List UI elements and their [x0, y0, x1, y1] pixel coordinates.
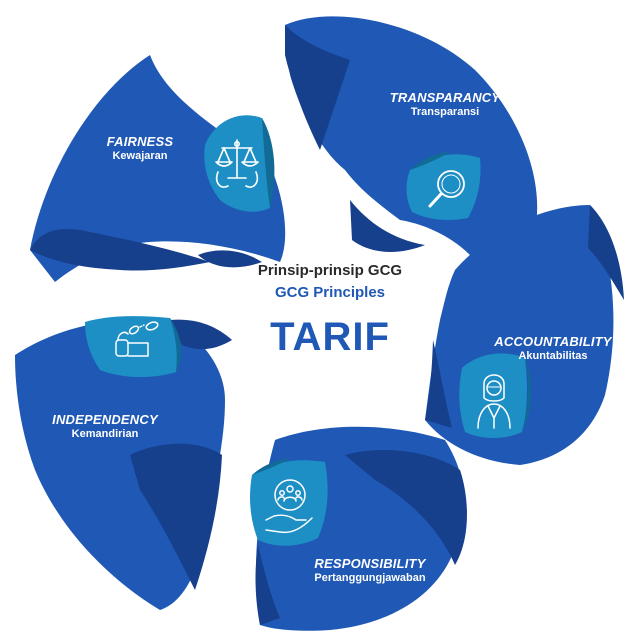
principle-id-transparancy: Transparansi	[410, 106, 480, 118]
principle-id-fairness: Kewajaran	[112, 150, 168, 162]
principle-en-fairness: FAIRNESS	[106, 134, 174, 149]
label-responsibility: RESPONSIBILITY Pertanggungjawaban	[280, 556, 460, 584]
principle-en-accountability: ACCOUNTABILITY	[494, 334, 612, 349]
principle-id-responsibility: Pertanggungjawaban	[314, 572, 426, 584]
icon-tab-accountability	[459, 353, 532, 438]
center-title-en: GCG Principles	[274, 284, 386, 301]
icon-tab-independency	[85, 316, 182, 378]
petal-transparancy	[285, 16, 538, 256]
icon-tab-responsibility	[250, 458, 328, 546]
principle-en-independency: INDEPENDENCY	[52, 412, 158, 427]
petal-fairness	[30, 55, 286, 282]
scales-of-justice-icon	[215, 139, 259, 188]
icon-tab-transparancy	[406, 151, 481, 220]
label-fairness: FAIRNESS Kewajaran	[55, 134, 225, 162]
label-independency: INDEPENDENCY Kemandirian	[20, 412, 190, 440]
principle-id-accountability: Akuntabilitas	[518, 350, 588, 362]
center-acronym: TARIF	[270, 315, 390, 359]
icon-tab-fairness	[204, 115, 275, 212]
label-accountability: ACCOUNTABILITY Akuntabilitas	[478, 334, 628, 362]
hand-holding-people-icon	[265, 479, 313, 534]
petal-independency	[15, 318, 232, 610]
principle-id-independency: Kemandirian	[71, 428, 139, 440]
label-transparancy: TRANSPARANCY Transparansi	[360, 90, 530, 118]
magnifying-glass-icon	[428, 170, 465, 208]
principle-en-transparancy: TRANSPARANCY	[389, 90, 501, 105]
principle-en-responsibility: RESPONSIBILITY	[314, 556, 426, 571]
center-title-block: Prinsip-prinsip GCG GCG Principles TARIF	[200, 262, 460, 360]
businesswoman-icon	[477, 374, 511, 429]
broken-chain-hand-icon	[115, 321, 159, 357]
center-title-id: Prinsip-prinsip GCG	[257, 262, 403, 279]
